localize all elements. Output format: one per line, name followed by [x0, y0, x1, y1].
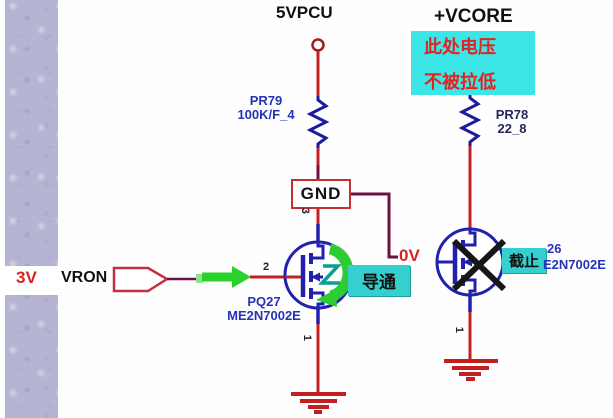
- signal-flow-arrow-icon: [202, 266, 251, 288]
- pr79-value: 100K/F_4: [237, 106, 295, 122]
- power-terminal-icon: [311, 38, 325, 52]
- pr78-value: 22_8: [497, 120, 527, 136]
- pin-number-source-left: 1: [300, 334, 313, 341]
- pr79-ref: PR79: [249, 93, 283, 108]
- strip-white-gap: [0, 266, 60, 295]
- pq27-part: ME2N7002E: [227, 307, 301, 323]
- left-texture-strip: [5, 0, 58, 418]
- conducting-arrow-icon: [316, 243, 354, 307]
- pq27-ref: PQ27: [247, 294, 281, 309]
- pin-number-gate-left: 2: [263, 261, 270, 273]
- cutoff-x-icon: [451, 238, 507, 292]
- net-5vpcu: [311, 38, 325, 96]
- three-volt-label: 3V: [16, 268, 37, 287]
- wire-gnd-to-0v: [348, 192, 398, 259]
- off-state-box: 截止: [502, 248, 546, 273]
- vron-net-label: VRON: [61, 269, 108, 286]
- rail-label-5vpcu: 5VPCU: [276, 3, 333, 22]
- vron-port-connector-icon: [112, 266, 170, 293]
- note-line-1: 此处电压: [424, 36, 496, 57]
- pin-number-source-right: 1: [452, 326, 465, 333]
- transistor-pq27-label: PQ27 ME2N7002E: [220, 295, 308, 322]
- rail-label-vcore: +VCORE: [434, 6, 513, 27]
- on-state-box: 导通: [348, 265, 410, 296]
- gnd-net-box: GND: [291, 179, 351, 209]
- pr78-ref: PR78: [495, 107, 529, 122]
- resistor-pr78-icon: [458, 95, 482, 146]
- resistor-pr79-icon: [306, 96, 330, 148]
- resistor-pr78-label: PR78 22_8: [486, 108, 538, 135]
- pq26-ref-fragment: 26: [547, 241, 562, 256]
- zero-volt-label: 0V: [399, 246, 420, 265]
- pq26-part-fragment: E2N7002E: [543, 257, 606, 272]
- note-line-2: 不被拉低: [424, 71, 496, 92]
- voltage-note-box: 此处电压 不被拉低: [411, 31, 535, 95]
- pin-number-drain-left: 3: [298, 207, 311, 214]
- ground-symbol-right-icon: [444, 359, 498, 381]
- arrow-tail-accent: [196, 274, 203, 283]
- resistor-pr79-label: PR79 100K/F_4: [233, 94, 299, 121]
- ground-symbol-left-icon: [291, 392, 346, 414]
- mosfet-pq26-icon: [435, 227, 505, 297]
